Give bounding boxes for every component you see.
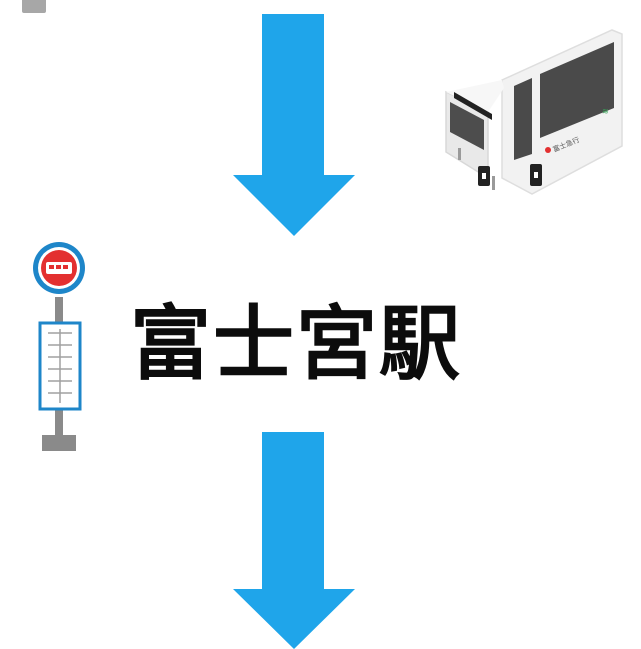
- down-arrow-icon: [233, 14, 355, 236]
- svg-text:≋: ≋: [602, 107, 609, 116]
- bus-stop-icon: [33, 242, 85, 451]
- station-name: 富士宮駅: [130, 298, 463, 392]
- down-arrow-icon: [233, 432, 355, 649]
- bus-stop-base-partial: [22, 0, 46, 13]
- bus-icon: ≋ 富士急行: [445, 29, 623, 195]
